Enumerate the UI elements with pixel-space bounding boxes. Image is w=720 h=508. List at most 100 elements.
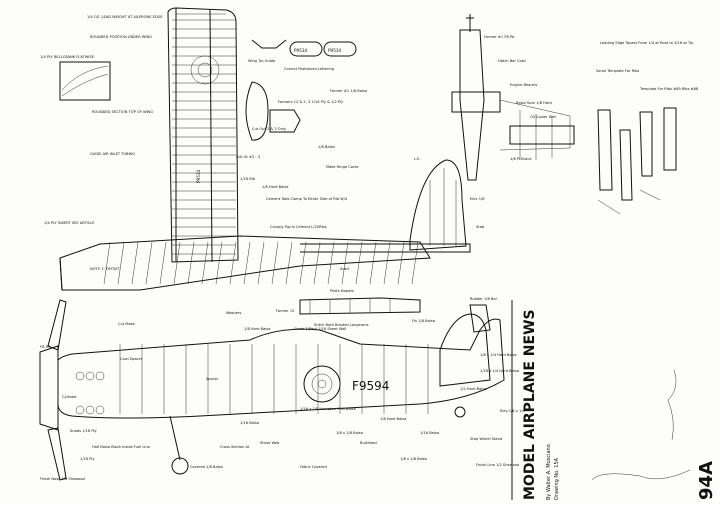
label-former-1: Former #1 1/8 Balsa bbox=[330, 89, 367, 93]
frame-strut bbox=[271, 241, 279, 285]
label-rib: 1/16 Rib bbox=[240, 177, 256, 181]
label-pl-brace: 1/8 Pl Brace bbox=[510, 157, 532, 161]
frame-strut bbox=[397, 241, 405, 285]
label-hard-balsa-18x14: 1/8 x 1/4 Hard Balsa bbox=[480, 353, 517, 357]
small-parts: Wing Tip Guide P9534 P9534 Correct Posit… bbox=[236, 39, 367, 159]
label-hard-balsa: 1/8 Hard Balsa bbox=[262, 185, 288, 189]
label-template-ribs: Template For Ribs #69 Ribs #68 bbox=[639, 87, 699, 91]
frame-strut bbox=[299, 241, 307, 285]
frame-strut bbox=[229, 241, 237, 285]
label-crush: Crush 1/Pent 1/16 Sheet Wall bbox=[294, 327, 346, 331]
label-spacer: Spacer bbox=[206, 377, 219, 381]
label-elev-18x14: Elev 1/8 x 1/4 bbox=[500, 409, 525, 413]
label-lettering: Correct Positioned Lettering bbox=[284, 67, 334, 71]
fuselage-framework: NOTE 1" OFFSET Cut Make 1/8 Hard Balsa C… bbox=[59, 177, 431, 331]
wing-serial: P9534 bbox=[196, 169, 201, 183]
label-scarf: Scarf bbox=[340, 267, 350, 271]
frame-strut bbox=[173, 241, 181, 285]
label-stitch: Stitch Both Bonded Longerons bbox=[314, 323, 369, 327]
frame-strut bbox=[313, 241, 321, 285]
label-cross-section: Cross Section At bbox=[220, 445, 250, 449]
label-hard-balsa-2: 1/8 Hard Balsa bbox=[244, 327, 270, 331]
registration-box-2 bbox=[323, 41, 357, 57]
frame-strut bbox=[257, 241, 265, 285]
label-cylinder: Cylinder bbox=[62, 395, 77, 399]
label-air-inlet: GUIDE AIR INLET TUBING bbox=[90, 152, 135, 156]
exhaust-stacks bbox=[75, 371, 105, 415]
label-fabric: Fabric Covered bbox=[300, 465, 327, 469]
magazine-title: MODEL AIRPLANE NEWS bbox=[522, 309, 538, 500]
label-offset: NOTE 1" OFFSET bbox=[90, 267, 121, 271]
middle-parts: Pilots Dowels Stitch Both Bonded Longero… bbox=[276, 289, 497, 333]
fuselage-profile: F9594 FB 59 Crush 1/Pent 1/16 Sheet Wall… bbox=[39, 299, 525, 481]
label-lead-weight: 1/4 OZ. LEAD WEIGHT AT AILERONS EDGE bbox=[87, 15, 163, 19]
label-cowl-spacer: Cowl Spacer bbox=[120, 357, 143, 361]
wingtip-guide bbox=[251, 39, 287, 49]
fuselage-serial: F9594 bbox=[352, 379, 389, 393]
frame-strut bbox=[243, 241, 251, 285]
main-wheel bbox=[171, 457, 189, 475]
label-balsa-116-b: 1/16 Balsa bbox=[420, 431, 439, 435]
frame-strut bbox=[145, 241, 153, 285]
tail-fin bbox=[439, 313, 491, 387]
label-balsa-18x18: 1/8 x 1/8 Balsa bbox=[400, 457, 427, 461]
registration-box-1 bbox=[289, 41, 323, 57]
label-hard-balsa-3: 1/8 Hard Balsa bbox=[380, 417, 406, 421]
handwritten-signature bbox=[667, 369, 677, 441]
label-balsa-18-b: 1/8 x 1/8 Balsa bbox=[336, 431, 363, 435]
registration-2: P9534 bbox=[328, 48, 342, 53]
front-view: Former #1 FB Pb Hatch Bar Cowl Engine Be… bbox=[451, 14, 575, 181]
oil-cooler bbox=[509, 125, 575, 145]
frame-strut bbox=[327, 241, 335, 285]
label-hatch: Hatch Bar Cowl bbox=[498, 59, 526, 63]
label-washers: Washers bbox=[226, 311, 241, 315]
left-annotations: 1/4 OZ. LEAD WEIGHT AT AILERONS EDGE ROU… bbox=[40, 15, 163, 225]
label-knobs: Knobs 1/16 Ply bbox=[70, 429, 98, 433]
gear-leg bbox=[169, 415, 181, 461]
frame-strut bbox=[103, 241, 111, 285]
label-pilot-dowels: Pilots Dowels bbox=[330, 289, 354, 293]
frame-strut bbox=[383, 241, 391, 285]
frame-strut bbox=[117, 241, 125, 285]
label-front-former: Former #1 FB Pb bbox=[484, 35, 515, 39]
former-1-part bbox=[245, 81, 269, 141]
rib-templates: Leading Edge Tapers From 1/4 at Root to … bbox=[596, 41, 699, 215]
registration-1: P9534 bbox=[294, 48, 308, 53]
label-stab: Stab bbox=[476, 225, 485, 229]
credit-text: By Walter A. Musciano bbox=[546, 444, 552, 500]
frame-strut bbox=[355, 241, 363, 285]
frame-strut bbox=[215, 241, 223, 285]
frame-strut bbox=[201, 241, 209, 285]
label-bulkhead: Bulkhead bbox=[360, 441, 377, 445]
label-canopy-top: Canopy Top Is Cement L/20Ribs bbox=[270, 225, 327, 229]
label-fin: Fin 1/8 Balsa bbox=[412, 319, 435, 323]
label-fb59: FB 59 bbox=[40, 345, 51, 349]
label-rounded-top: ROUNDED SECTION TOP OF WING bbox=[92, 110, 153, 114]
frame-strut bbox=[341, 241, 349, 285]
label-shear-web: Shear Web bbox=[260, 441, 280, 445]
label-engine-bearers: Engine Bearers bbox=[510, 83, 537, 87]
tail-unit: 1/8 Balsa Make Hinge Cores Elev 1/8 Stab… bbox=[300, 145, 485, 271]
signature-scribble bbox=[591, 469, 691, 481]
frame-strut bbox=[159, 241, 167, 285]
former-2-part bbox=[269, 109, 301, 133]
label-ply-116: 1/16 Ply bbox=[80, 457, 95, 461]
label-balsa-spar: Balsa Spar 1/8 Hard bbox=[516, 101, 552, 105]
label-oil-cooler: Oil Cooler Well bbox=[530, 115, 556, 119]
label-hinge-cores: Make Hinge Cores bbox=[326, 165, 359, 169]
drawing-number: Drawing No. 15A bbox=[554, 457, 560, 500]
label-wing-tip-guide: Wing Tip Guide bbox=[248, 59, 276, 63]
page-number: 94A bbox=[696, 461, 717, 500]
prop-blade-top bbox=[47, 299, 67, 351]
label-cut-make: Cut Make bbox=[118, 322, 136, 326]
prop-blade-bottom bbox=[47, 427, 67, 481]
bellcrank-part bbox=[59, 61, 111, 101]
label-half-hard-balsa: 1/2 Hard Balsa bbox=[460, 387, 486, 391]
label-balsa-116: 1/16 Balsa bbox=[240, 421, 259, 425]
label-balsa-18: 1/8 Balsa bbox=[318, 145, 335, 149]
label-leading-edge: Leading Edge Tapers From 1/4 at Root to … bbox=[600, 41, 694, 45]
label-bellcrank: 1/4 PLY BELLCRANK FLATWISE bbox=[40, 55, 95, 59]
label-le: L.E. bbox=[414, 157, 421, 161]
